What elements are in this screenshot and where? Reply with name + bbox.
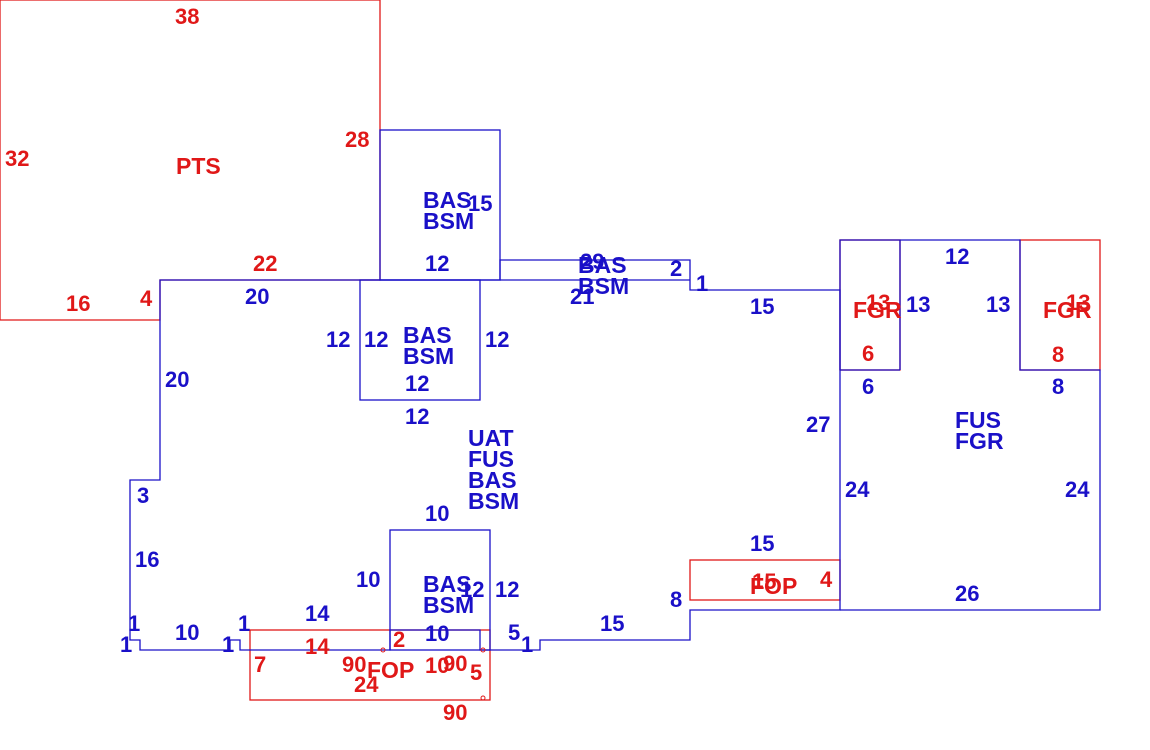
area-label-bas-upper: BSM	[423, 208, 474, 234]
dimension-left-3: 3	[137, 483, 149, 508]
angle-dot	[480, 695, 486, 701]
dimension-r-27: 27	[806, 412, 830, 437]
area-label-main: BSM	[468, 488, 519, 514]
dimension-strip-right: 2	[670, 256, 682, 281]
fop-bottom-outline	[249, 629, 491, 701]
blue-outlines	[129, 129, 1101, 651]
dimension-r-13-blue-b: 13	[986, 292, 1010, 317]
dimension-fop-24: 24	[354, 672, 379, 697]
area-label-fgr-left: FGR	[853, 297, 902, 323]
main-outline	[129, 259, 841, 651]
dimension-bas-upper-bottom: 12	[425, 251, 449, 276]
dimension-bas-upper-right: 15	[468, 191, 492, 216]
dimension-r-13-blue-a: 13	[906, 292, 930, 317]
area-label-main: BAS	[468, 467, 517, 493]
area-label-main: FUS	[468, 446, 514, 472]
dimension-bot-14-blue: 14	[305, 601, 330, 626]
dimension-top-run-15: 15	[750, 294, 774, 319]
area-label-fop-bottom: FOP	[367, 657, 414, 683]
area-label-bas-upper: BAS	[423, 187, 472, 213]
dimension-bot-15-blue: 15	[600, 611, 624, 636]
dimension-pts-left: 32	[5, 146, 29, 171]
dimension-r-13-red-a: 13	[866, 290, 890, 315]
dimension-main-left-20: 20	[165, 367, 189, 392]
dimension-r-6-red: 6	[862, 341, 874, 366]
dimension-fop-90a: 90	[342, 652, 366, 677]
area-label-pts: PTS	[176, 153, 221, 179]
area-label-bas-bottom: BSM	[423, 592, 474, 618]
dimension-r-24-left: 24	[845, 477, 870, 502]
dimension-r-6-blue: 6	[862, 374, 874, 399]
bas-mid-outline	[359, 279, 481, 401]
dimension-pts-top: 38	[175, 4, 199, 29]
fus-outline	[839, 239, 1101, 611]
dimension-mid-inner-bottom: 12	[405, 371, 429, 396]
dimension-bl-1c: 1	[238, 611, 250, 636]
bas-bottom-outline	[389, 529, 491, 651]
dimension-r-8-blue: 8	[1052, 374, 1064, 399]
dimension-mid-right: 12	[485, 327, 509, 352]
area-label-bas-bottom: BAS	[423, 571, 472, 597]
dimension-fop-r-15-blue: 15	[750, 531, 774, 556]
dimension-mid-bottom: 12	[405, 404, 429, 429]
dimension-fop-r-4: 4	[820, 567, 833, 592]
dimension-bl-1a: 1	[128, 611, 140, 636]
area-label-bas-strip: BAS	[578, 252, 627, 278]
dimension-r-26: 26	[955, 581, 979, 606]
dimension-fop-10: 10	[425, 653, 449, 678]
dimension-r-13-red-b: 13	[1066, 290, 1090, 315]
red-outlines	[0, 0, 1101, 701]
area-label-bas-strip: BSM	[578, 273, 629, 299]
area-label-fgr-right: FGR	[1043, 297, 1092, 323]
dimension-fop-7: 7	[254, 652, 266, 677]
dimension-fop-2: 2	[393, 627, 405, 652]
area-label-bas-mid: BSM	[403, 343, 454, 369]
area-label-fus: FUS	[955, 407, 1001, 433]
dimension-left-16: 16	[135, 547, 159, 572]
dimension-bot-1-blue: 1	[521, 632, 533, 657]
dimension-bot-5-blue: 5	[508, 620, 520, 645]
area-label-fop-right: FOP	[750, 573, 797, 599]
area-labels: PTSBASBSMBASBSMBASBSMUATFUSBASBSMBASBSMF…	[176, 153, 1092, 683]
angle-markers	[380, 647, 486, 701]
dimension-strip-bottom: 21	[570, 284, 594, 309]
area-label-bas-mid: BAS	[403, 322, 452, 348]
area-label-fus: FGR	[955, 428, 1004, 454]
dimension-bot-8-blue: 8	[670, 587, 682, 612]
angle-dot	[380, 647, 386, 653]
dimension-bl-1d: 1	[222, 632, 234, 657]
dimension-bot-bas-inner12: 12	[460, 577, 484, 602]
dimension-fop-90c: 90	[443, 700, 467, 725]
dimension-bl-1b: 1	[120, 632, 132, 657]
dimension-pts-bottom-c: 22	[253, 251, 277, 276]
dimension-mid-left-inner: 12	[364, 327, 388, 352]
dimension-step-1: 1	[696, 271, 708, 296]
dimension-r-24-right: 24	[1065, 477, 1090, 502]
dimension-mid-left-outer: 12	[326, 327, 350, 352]
dimension-bot-bas-top: 10	[425, 501, 449, 526]
area-label-main: UAT	[468, 425, 514, 451]
dimension-bot-bas-right: 12	[495, 577, 519, 602]
dimension-bot-bas-left: 10	[356, 567, 380, 592]
dimension-bot-bas-bottom: 10	[425, 621, 449, 646]
dimension-r-8-red: 8	[1052, 342, 1064, 367]
dimension-main-top-20: 20	[245, 284, 269, 309]
dimension-strip-top: 29	[580, 249, 604, 274]
dimension-fop-90b: 90	[443, 651, 467, 676]
dimension-fop-r-15-red: 15	[752, 569, 776, 594]
dimension-bot-14-red: 14	[305, 634, 330, 659]
angle-dot	[480, 647, 486, 653]
dimension-pts-bottom-b: 4	[140, 286, 153, 311]
dimension-pts-right: 28	[345, 127, 369, 152]
dimension-r-12: 12	[945, 244, 969, 269]
dimension-bl-10: 10	[175, 620, 199, 645]
dimension-pts-bottom-a: 16	[66, 291, 90, 316]
dimension-fop-5: 5	[470, 660, 482, 685]
